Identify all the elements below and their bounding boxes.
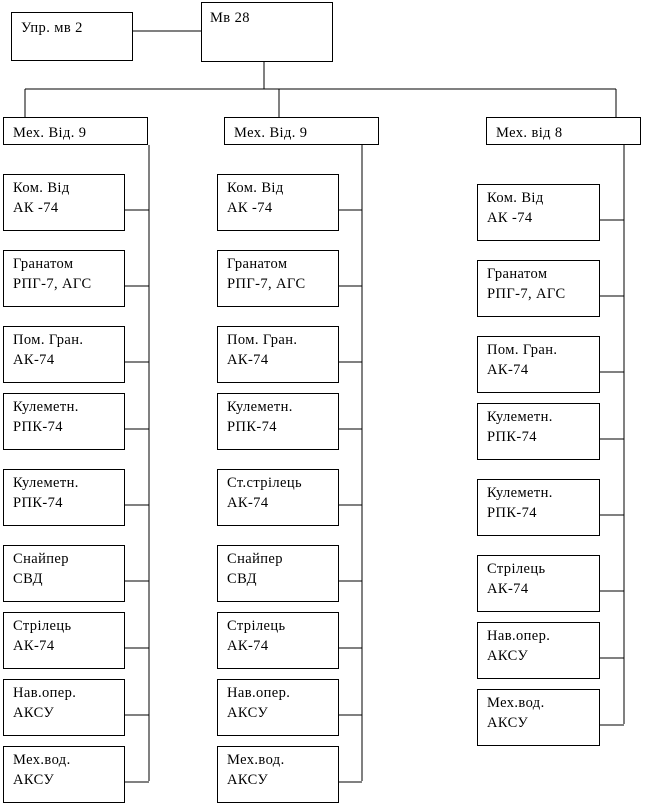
node-label: АКСУ [487,648,529,664]
node-label: АК -74 [487,210,533,226]
node-label: АКСУ [13,705,55,721]
node-label: РПК-74 [227,419,277,435]
node-label: Мех.вод. [13,752,71,768]
node-label: Пом. Гран. [227,332,298,348]
node-label: Кулеметн. [487,409,553,425]
node-label: Нав.опер. [227,685,291,701]
member-node[interactable]: Мех.вод. АКСУ [477,689,600,746]
node-label: Нав.опер. [487,628,551,644]
node-label: Упр. мв 2 [21,20,83,36]
node-label: Стрілець [227,618,286,634]
node-label: АКСУ [13,772,55,788]
node-label: АКСУ [227,772,269,788]
node-label: РПГ-7, АГС [227,276,306,292]
node-label: РПК-74 [487,429,537,445]
squad-header[interactable]: Мех. Від. 9 [3,117,148,145]
node-label: Мех.вод. [487,695,545,711]
squad-header[interactable]: Мех. від 8 [486,117,641,145]
member-node[interactable]: Ком. Від АК -74 [217,174,339,231]
node-label: Кулеметн. [487,485,553,501]
node-label: Кулеметн. [13,399,79,415]
node-label: Ст.стрілець [227,475,303,491]
member-node[interactable]: Кулеметн. РПК-74 [217,393,339,450]
member-node[interactable]: Мех.вод. АКСУ [217,746,339,803]
node-label: Мех. Від. 9 [13,125,87,141]
node-label: Стрілець [487,561,546,577]
node-label: АКСУ [487,715,529,731]
node-label: Снайпер [227,551,283,567]
node-label: Гранатом [487,266,548,282]
node-label: Снайпер [13,551,69,567]
node-label: РПК-74 [13,419,63,435]
node-label: РПГ-7, АГС [487,286,566,302]
node-label: АК-74 [13,638,55,654]
node-label: Мех. Від. 9 [234,125,308,141]
node-label: АК-74 [227,352,269,368]
node-label: АК-74 [487,362,529,378]
member-node[interactable]: Мех.вод. АКСУ [3,746,125,803]
node-label: Нав.опер. [13,685,77,701]
node-label: АКСУ [227,705,269,721]
node-label: Ком. Від [13,180,70,196]
node-label: Стрілець [13,618,72,634]
node-label: Гранатом [13,256,74,272]
node-label: АК-74 [487,581,529,597]
member-node[interactable]: Кулеметн. РПК-74 [477,479,600,536]
squad-header[interactable]: Мех. Від. 9 [224,117,379,145]
node-label: РПК-74 [13,495,63,511]
member-node[interactable]: Нав.опер. АКСУ [3,679,125,736]
member-node[interactable]: Нав.опер. АКСУ [217,679,339,736]
node-label: РПГ-7, АГС [13,276,92,292]
node-label: Гранатом [227,256,288,272]
node-upr-mv[interactable]: Упр. мв 2 [11,12,133,61]
node-label: Пом. Гран. [487,342,558,358]
node-label: Мех.вод. [227,752,285,768]
member-node[interactable]: Пом. Гран. АК-74 [217,326,339,383]
member-node[interactable]: Ком. Від АК -74 [477,184,600,241]
node-label: СВД [13,571,43,587]
node-mv-root[interactable]: Мв 28 [201,2,333,62]
member-node[interactable]: Нав.опер. АКСУ [477,622,600,679]
node-label: РПК-74 [487,505,537,521]
node-label: Пом. Гран. [13,332,84,348]
member-node[interactable]: Кулеметн. РПК-74 [3,469,125,526]
node-label: Мв 28 [210,10,250,26]
member-node[interactable]: Ком. Від АК -74 [3,174,125,231]
node-label: Ком. Від [487,190,544,206]
node-label: АК-74 [227,638,269,654]
node-label: Кулеметн. [13,475,79,491]
node-label: АК-74 [227,495,269,511]
member-node[interactable]: Кулеметн. РПК-74 [3,393,125,450]
node-label: СВД [227,571,257,587]
member-node[interactable]: Пом. Гран. АК-74 [477,336,600,393]
member-node[interactable]: Пом. Гран. АК-74 [3,326,125,383]
node-label: АК-74 [13,352,55,368]
node-label: Кулеметн. [227,399,293,415]
node-label: Ком. Від [227,180,284,196]
node-label: АК -74 [227,200,273,216]
node-label: Мех. від 8 [496,125,563,141]
node-label: АК -74 [13,200,59,216]
member-node[interactable]: Кулеметн. РПК-74 [477,403,600,460]
